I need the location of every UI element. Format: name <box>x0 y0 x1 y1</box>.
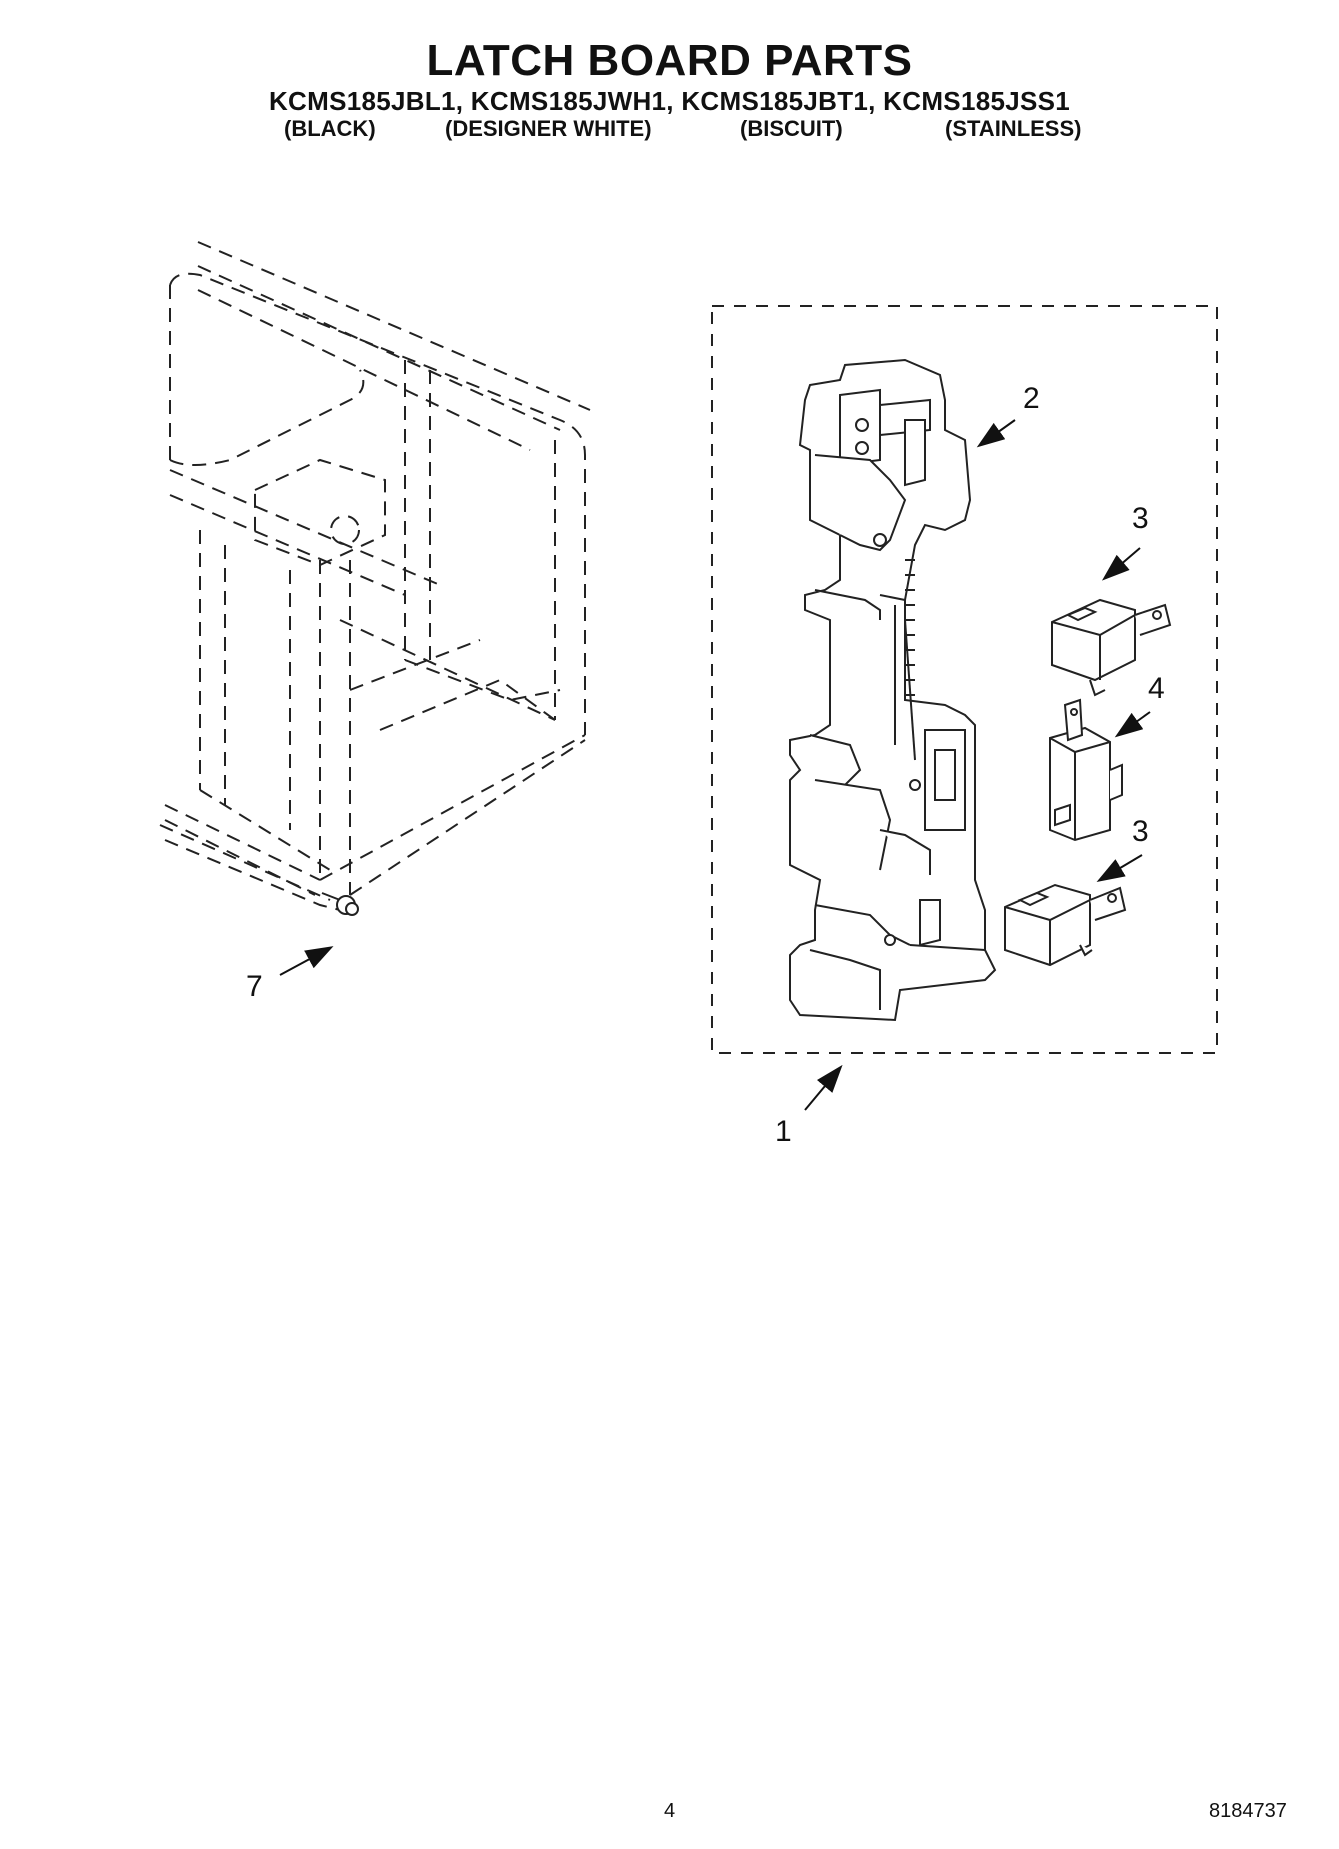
switch-upper-drawing <box>1051 598 1172 697</box>
document-number: 8184737 <box>1209 1800 1287 1822</box>
color-label-biscuit: (BISCUIT) <box>740 116 843 141</box>
arrow-to-assembly <box>804 1064 843 1111</box>
assembly-boundary-box <box>711 305 1218 1054</box>
microwave-cavity-drawing <box>159 241 591 911</box>
latch-board-drawing <box>789 358 997 1022</box>
callout-3-lower: 3 <box>1132 815 1149 848</box>
callout-2: 2 <box>1023 382 1040 415</box>
page-number: 4 <box>664 1800 676 1822</box>
switch-lower-drawing <box>1004 883 1127 967</box>
color-label-stainless: (STAINLESS) <box>945 116 1082 141</box>
model-numbers: KCMS185JBL1, KCMS185JWH1, KCMS185JBT1, K… <box>268 86 1071 116</box>
color-label-black: (BLACK) <box>284 116 376 141</box>
switch-middle-drawing <box>1049 698 1123 842</box>
callout-3-upper: 3 <box>1132 502 1149 535</box>
page-title: LATCH BOARD PARTS <box>426 36 913 85</box>
callout-1: 1 <box>775 1115 792 1148</box>
screw-drawing <box>321 892 359 916</box>
arrow-to-latch-board <box>976 419 1016 448</box>
color-label-designer-white: (DESIGNER WHITE) <box>445 116 652 141</box>
callout-4: 4 <box>1148 672 1165 705</box>
arrow-to-screw <box>279 946 334 976</box>
arrow-to-switch-lower <box>1096 854 1143 883</box>
arrow-to-switch-middle <box>1114 711 1151 738</box>
arrow-to-switch-upper <box>1101 547 1141 581</box>
callout-7: 7 <box>246 970 263 1003</box>
callout-arrows <box>279 419 1151 1111</box>
